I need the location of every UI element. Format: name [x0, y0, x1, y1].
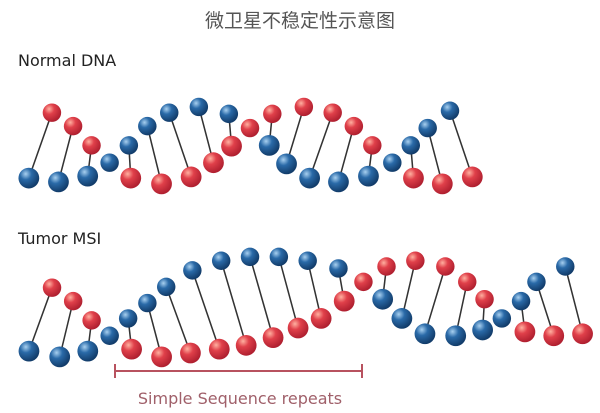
blue-nucleotide	[329, 259, 348, 278]
red-nucleotide	[151, 346, 172, 368]
base-pair-bond	[308, 112, 334, 179]
red-nucleotide	[263, 104, 282, 124]
red-nucleotide	[403, 167, 424, 189]
blue-nucleotide	[358, 165, 379, 187]
blue-nucleotide	[298, 251, 317, 270]
blue-nucleotide	[240, 247, 260, 267]
blue-nucleotide	[269, 247, 289, 267]
red-nucleotide	[63, 291, 83, 311]
red-nucleotide	[323, 103, 342, 122]
red-nucleotide	[221, 135, 242, 157]
blue-nucleotide	[299, 167, 320, 189]
blue-nucleotide	[258, 135, 280, 156]
blue-nucleotide	[511, 291, 531, 311]
red-nucleotide	[63, 116, 83, 136]
red-nucleotide	[458, 272, 477, 292]
blue-nucleotide	[18, 167, 40, 189]
blue-nucleotide	[391, 308, 413, 329]
blue-nucleotide	[401, 136, 420, 155]
red-nucleotide	[475, 289, 494, 309]
normal-dna-helix	[18, 97, 483, 195]
red-nucleotide	[180, 342, 201, 364]
blue-nucleotide	[527, 272, 546, 292]
tumor-msi-label: Tumor MSI	[18, 229, 102, 248]
diagram-title: 微卫星不稳定性示意图	[204, 10, 395, 32]
blue-nucleotide	[156, 277, 176, 297]
red-nucleotide	[436, 257, 455, 276]
red-nucleotide	[180, 166, 202, 188]
red-nucleotide	[42, 103, 62, 122]
blue-nucleotide	[49, 346, 71, 368]
base-pair-bond	[191, 270, 220, 350]
blue-nucleotide	[472, 319, 493, 341]
blue-nucleotide	[414, 323, 436, 345]
red-nucleotide	[572, 323, 593, 345]
red-nucleotide	[377, 257, 396, 276]
blue-nucleotide	[556, 257, 575, 276]
blue-nucleotide	[372, 288, 394, 310]
red-nucleotide	[240, 118, 260, 138]
blue-nucleotide	[445, 325, 467, 347]
blue-nucleotide	[440, 101, 460, 120]
blue-nucleotide	[189, 97, 209, 117]
red-nucleotide	[262, 327, 284, 349]
blue-nucleotide	[383, 153, 402, 172]
red-nucleotide	[333, 290, 355, 312]
red-nucleotide	[82, 136, 101, 155]
tumor-msi-helix	[18, 247, 593, 368]
blue-nucleotide	[138, 293, 157, 313]
blue-nucleotide	[100, 326, 119, 345]
blue-nucleotide	[183, 261, 202, 280]
red-nucleotide	[42, 278, 62, 297]
base-pair-bond	[28, 112, 53, 179]
blue-nucleotide	[328, 171, 349, 193]
base-pair-bond	[168, 112, 192, 178]
blue-nucleotide	[77, 165, 99, 187]
base-pair-bond	[564, 266, 584, 334]
base-pair-bond	[424, 266, 447, 335]
base-pair-bond	[220, 260, 247, 346]
normal-dna-label: Normal DNA	[18, 51, 117, 70]
red-nucleotide	[120, 167, 142, 189]
red-nucleotide	[294, 97, 314, 117]
red-nucleotide	[208, 338, 230, 360]
blue-nucleotide	[48, 171, 69, 193]
red-nucleotide	[287, 317, 309, 339]
blue-nucleotide	[160, 103, 179, 122]
red-nucleotide	[344, 116, 364, 136]
blue-nucleotide	[18, 340, 40, 362]
simple-sequence-repeats-label: Simple Sequence repeats	[137, 389, 343, 408]
red-nucleotide	[363, 136, 382, 155]
base-pair-bond	[28, 287, 53, 352]
red-nucleotide	[151, 173, 172, 195]
base-pair-bond	[249, 256, 274, 338]
repeat-region-bracket	[114, 364, 363, 378]
red-nucleotide	[121, 338, 142, 360]
red-nucleotide	[354, 272, 373, 292]
red-nucleotide	[431, 173, 453, 195]
base-pair-bond	[278, 256, 299, 329]
base-pair-bond	[449, 110, 474, 178]
red-nucleotide	[235, 334, 257, 356]
blue-nucleotide	[138, 116, 157, 136]
blue-nucleotide	[77, 340, 99, 362]
blue-nucleotide	[118, 309, 138, 328]
blue-nucleotide	[100, 153, 119, 172]
blue-nucleotide	[119, 136, 139, 155]
blue-nucleotide	[211, 251, 231, 270]
blue-nucleotide	[492, 309, 512, 328]
blue-nucleotide	[418, 118, 437, 138]
red-nucleotide	[543, 325, 565, 347]
red-nucleotide	[82, 311, 101, 330]
red-nucleotide	[406, 251, 425, 270]
blue-nucleotide	[219, 104, 239, 124]
blue-nucleotide	[276, 153, 297, 175]
red-nucleotide	[203, 152, 224, 174]
red-nucleotide	[461, 166, 483, 188]
red-nucleotide	[310, 308, 332, 329]
base-pair-bond	[165, 286, 192, 354]
red-nucleotide	[514, 321, 536, 343]
